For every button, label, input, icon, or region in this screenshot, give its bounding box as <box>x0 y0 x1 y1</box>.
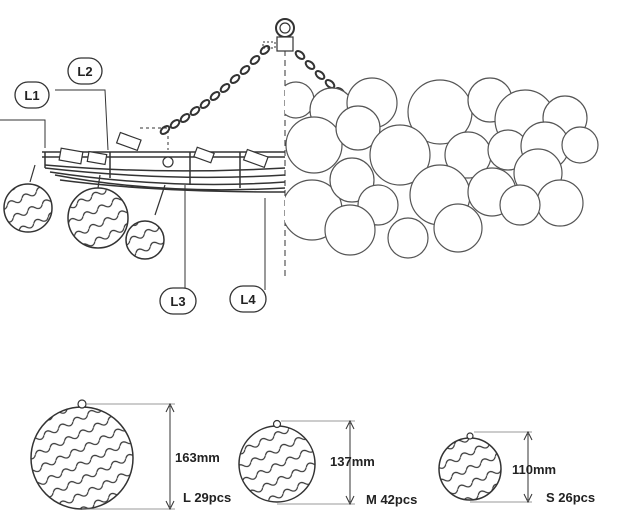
ceiling-ring <box>262 18 295 52</box>
hang-wire <box>154 184 166 216</box>
size-large: 163mm L 29pcs <box>30 399 231 511</box>
size-small-label: S 26pcs <box>546 490 595 505</box>
callout-l4-text: L4 <box>240 292 256 307</box>
leader-lines <box>0 89 266 290</box>
size-small-dimension: 110mm <box>512 462 556 477</box>
callout-l1-text: L1 <box>24 88 39 103</box>
sphere-large <box>30 406 134 510</box>
sphere-medium <box>238 425 316 503</box>
callout-l4: L4 <box>229 285 267 313</box>
size-large-label: L 29pcs <box>183 490 231 505</box>
left-chain <box>159 45 271 135</box>
chain-drop-dashed <box>140 127 169 150</box>
size-medium-dimension: 137mm <box>330 454 375 469</box>
sphere-large-hanging <box>67 187 129 249</box>
bubble-cluster <box>285 77 599 259</box>
callout-l1: L1 <box>14 81 50 109</box>
callout-l3-text: L3 <box>170 294 185 309</box>
callout-l2: L2 <box>67 57 103 85</box>
size-medium-label: M 42pcs <box>366 492 417 507</box>
size-small: 110mm S 26pcs <box>438 430 595 505</box>
callout-l3: L3 <box>159 287 197 315</box>
sphere-large-hanging <box>3 183 53 233</box>
callout-l2-text: L2 <box>77 64 92 79</box>
hang-wire <box>29 164 36 183</box>
lamp-sockets <box>58 131 269 169</box>
sphere-small <box>438 437 502 501</box>
hang-wire <box>97 174 101 189</box>
sphere-small-hanging <box>125 220 165 260</box>
size-large-dimension: 163mm <box>175 450 220 465</box>
size-medium: 137mm M 42pcs <box>238 419 417 507</box>
